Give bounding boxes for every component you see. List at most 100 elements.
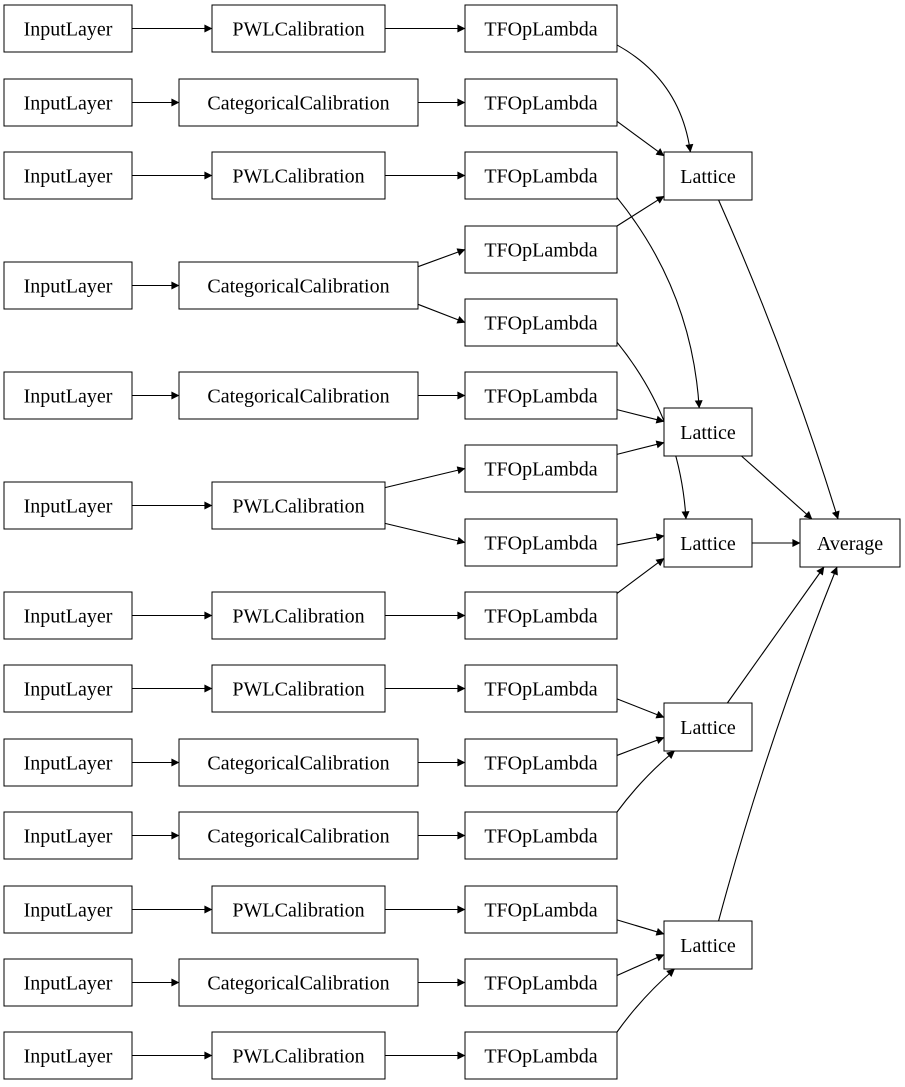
edge-c4-t4a [417,248,466,268]
edge-t3-L2 [616,197,703,409]
node-box [464,738,618,787]
edge-t5-L2 [616,409,665,424]
node-box [464,4,618,53]
node-box [211,481,386,530]
node-box [663,151,753,201]
node-box [663,920,753,970]
tfop-lambda-node: TFOpLambda [464,225,618,274]
node-box [3,151,133,200]
tfop-lambda-node: TFOpLambda [464,444,618,493]
pwl-calibration-node: PWLCalibration [211,4,386,53]
input-layer-node: InputLayer [3,958,133,1007]
input-layer-node: InputLayer [3,1031,133,1080]
node-box [3,958,133,1007]
input-layer-node: InputLayer [3,371,133,420]
tfop-lambda-node: TFOpLambda [464,591,618,640]
node-box [464,225,618,274]
pwl-calibration-node: PWLCalibration [211,1031,386,1080]
tfop-lambda-node: TFOpLambda [464,518,618,567]
node-box [3,885,133,934]
input-layer-node: InputLayer [3,885,133,934]
node-box [211,151,386,200]
tfop-lambda-node: TFOpLambda [464,78,618,127]
categorical-calibration-node: CategoricalCalibration [178,811,419,860]
input-layer-node: InputLayer [3,591,133,640]
pwl-calibration-node: PWLCalibration [211,151,386,200]
node-box [3,78,133,127]
node-box [464,1031,618,1080]
tfop-lambda-node: TFOpLambda [464,4,618,53]
node-box [464,811,618,860]
edge-t8-L4 [616,698,665,719]
edge-c6-t6b [384,522,466,545]
lattice-node: Lattice [663,518,753,568]
tfop-lambda-node: TFOpLambda [464,298,618,347]
node-box [464,664,618,713]
node-box [663,518,753,568]
node-box [464,78,618,127]
lattice-node: Lattice [663,920,753,970]
edge-t2-L1 [616,120,665,157]
pwl-calibration-node: PWLCalibration [211,885,386,934]
tfop-lambda-node: TFOpLambda [464,664,618,713]
categorical-calibration-node: CategoricalCalibration [178,958,419,1007]
edge-L5-avg [718,566,838,922]
edge-L1-avg [718,199,840,520]
pwl-calibration-node: PWLCalibration [211,664,386,713]
tfop-lambda-node: TFOpLambda [464,1031,618,1080]
categorical-calibration-node: CategoricalCalibration [178,738,419,787]
node-box [464,885,618,934]
tfop-lambda-node: TFOpLambda [464,738,618,787]
input-layer-node: InputLayer [3,811,133,860]
categorical-calibration-node: CategoricalCalibration [178,78,419,127]
tfop-lambda-node: TFOpLambda [464,885,618,934]
edge-t12-L5 [616,954,665,976]
input-layer-node: InputLayer [3,78,133,127]
node-box [178,738,419,787]
node-box [799,518,901,568]
edge-c6-t6a [384,466,466,489]
lattice-node: Lattice [663,702,753,752]
node-box [3,261,133,310]
node-box [464,298,618,347]
node-box [3,738,133,787]
node-box [178,811,419,860]
lattice-node: Lattice [663,407,753,457]
node-box [211,885,386,934]
input-layer-node: InputLayer [3,151,133,200]
node-box [3,811,133,860]
node-box [178,78,419,127]
node-box [211,664,386,713]
node-box [663,702,753,752]
node-box [3,371,133,420]
edge-t4a-L1 [616,195,665,227]
node-box [3,4,133,53]
node-box [3,1031,133,1080]
pwl-calibration-node: PWLCalibration [211,481,386,530]
tfop-lambda-node: TFOpLambda [464,151,618,200]
node-box [3,481,133,530]
edge-t6b-L3 [616,533,665,546]
edge-L4-avg [726,566,825,704]
pwl-calibration-node: PWLCalibration [211,591,386,640]
node-box [211,4,386,53]
categorical-calibration-node: CategoricalCalibration [178,261,419,310]
node-box [211,591,386,640]
node-box [211,1031,386,1080]
node-box [464,958,618,1007]
node-box [3,664,133,713]
edge-t10-L4 [616,750,675,813]
lattice-node: Lattice [663,151,753,201]
edge-t6a-L2 [616,440,665,455]
edge-t13-L5 [616,968,675,1033]
node-box [464,518,618,567]
node-box [178,261,419,310]
node-box [464,444,618,493]
tfop-lambda-node: TFOpLambda [464,371,618,420]
input-layer-node: InputLayer [3,481,133,530]
edge-t11-L5 [616,919,665,936]
edge-t9-L4 [616,736,665,756]
edge-L2-avg [741,455,813,520]
input-layer-node: InputLayer [3,261,133,310]
